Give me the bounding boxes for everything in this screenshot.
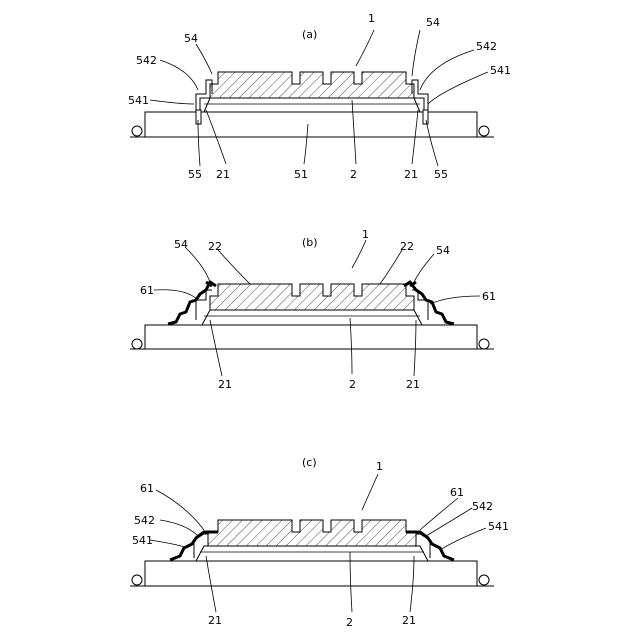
label-61: 61 — [450, 486, 464, 499]
label-54: 54 — [184, 32, 198, 45]
figure-b: (b) 1 54 22 22 54 61 61 21 2 21 — [130, 228, 496, 391]
label-21: 21 — [402, 614, 416, 627]
label-1: 1 — [376, 460, 383, 473]
label-54: 54 — [436, 244, 450, 257]
label-51: 51 — [294, 168, 308, 181]
label-1: 1 — [362, 228, 369, 241]
figure-a-caption: (a) — [302, 28, 317, 41]
base-plate — [130, 561, 494, 586]
hatched-member — [210, 284, 414, 310]
label-61: 61 — [140, 482, 154, 495]
label-54: 54 — [426, 16, 440, 29]
label-54: 54 — [174, 238, 188, 251]
figure-c: (c) 1 61 61 542 542 541 541 21 2 21 — [130, 456, 509, 629]
label-21: 21 — [208, 614, 222, 627]
hatched-member — [208, 520, 416, 546]
label-2: 2 — [350, 168, 357, 181]
label-542: 542 — [136, 54, 157, 67]
label-21: 21 — [406, 378, 420, 391]
label-1: 1 — [368, 12, 375, 25]
label-542: 542 — [476, 40, 497, 53]
hatched-member — [210, 72, 414, 98]
label-21: 21 — [216, 168, 230, 181]
label-541: 541 — [490, 64, 511, 77]
label-21: 21 — [218, 378, 232, 391]
base-plate — [130, 325, 494, 349]
label-61: 61 — [140, 284, 154, 297]
label-2: 2 — [346, 616, 353, 629]
base-plate — [130, 112, 494, 137]
film-left — [168, 282, 216, 324]
label-61: 61 — [482, 290, 496, 303]
label-542: 542 — [472, 500, 493, 513]
label-541: 541 — [488, 520, 509, 533]
label-55: 55 — [434, 168, 448, 181]
figure-c-caption: (c) — [302, 456, 317, 469]
figure-b-caption: (b) — [302, 236, 318, 249]
label-541: 541 — [128, 94, 149, 107]
label-542: 542 — [134, 514, 155, 527]
label-22: 22 — [400, 240, 414, 253]
label-541: 541 — [132, 534, 153, 547]
figure-a: (a) 1 54 54 542 542 541 541 55 21 51 2 2… — [128, 12, 511, 181]
label-22: 22 — [208, 240, 222, 253]
label-2: 2 — [349, 378, 356, 391]
label-55: 55 — [188, 168, 202, 181]
label-21: 21 — [404, 168, 418, 181]
